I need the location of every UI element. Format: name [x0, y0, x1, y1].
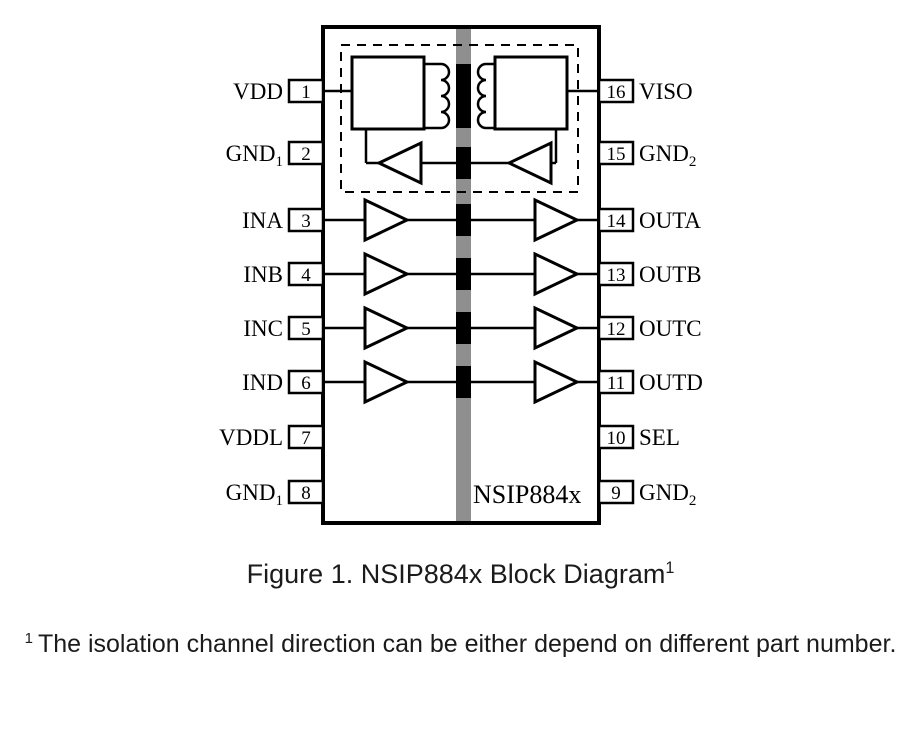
pin-number: 8 — [301, 483, 311, 504]
pin-box — [287, 207, 325, 233]
pin-label: GND1 — [226, 480, 283, 509]
pin-label: VISO — [639, 79, 693, 104]
pin-number: 13 — [607, 265, 626, 286]
channel-d — [325, 359, 597, 405]
buffer-icon — [363, 359, 411, 405]
pin-label: OUTB — [639, 262, 702, 287]
pin-box — [597, 424, 635, 450]
pin-3: 3 INA — [242, 207, 325, 233]
block-diagram: 1 VDD 2 GND1 3 INA 4 INB 5 INC 6 IND — [219, 25, 703, 525]
transformer-primary-block — [350, 55, 426, 131]
pin-box — [287, 261, 325, 287]
pin-number: 3 — [301, 211, 311, 232]
primary-coil-icon — [424, 62, 451, 130]
buffer-icon — [533, 305, 581, 351]
pin-number: 1 — [301, 82, 311, 103]
pin-box — [597, 140, 635, 166]
pin-box — [597, 369, 635, 395]
pin-label: SEL — [639, 425, 680, 450]
pin-label: GND1 — [226, 141, 283, 170]
pin-label: OUTA — [639, 208, 701, 233]
pin-2: 2 GND1 — [226, 140, 325, 170]
pin-box — [597, 207, 635, 233]
pin-10: 10 SEL — [597, 424, 680, 450]
figure-caption: Figure 1. NSIP884x Block Diagram1 — [0, 559, 921, 590]
buffer-icon — [533, 359, 581, 405]
power-isolation-region — [340, 44, 579, 193]
pin-box — [287, 78, 325, 104]
caption-text: Figure 1. NSIP884x Block Diagram — [246, 559, 666, 589]
pin-number: 5 — [301, 319, 311, 340]
buffer-icon — [533, 197, 581, 243]
pin-box — [287, 315, 325, 341]
pin-9: 9 GND2 — [597, 479, 696, 509]
pin-label: GND2 — [639, 480, 696, 509]
footnote-text: The isolation channel direction can be e… — [37, 630, 897, 658]
pin-number: 9 — [611, 483, 621, 504]
pin-label: OUTD — [639, 370, 703, 395]
pin-box — [597, 315, 635, 341]
pin-box — [287, 140, 325, 166]
pin-6: 6 IND — [242, 369, 325, 395]
chip-name-label: NSIP884x — [473, 480, 581, 509]
pin-label: GND2 — [639, 141, 696, 170]
pin-4: 4 INB — [243, 261, 325, 287]
pin-number: 7 — [301, 428, 311, 449]
pin-12: 12 OUTC — [597, 315, 702, 341]
pin-label: VDD — [233, 79, 283, 104]
pin-7: 7 VDDL — [219, 424, 325, 450]
pin-label: OUTC — [639, 316, 702, 341]
pin-11: 11 OUTD — [597, 369, 703, 395]
isolation-crossing-mark — [456, 64, 471, 128]
pin-15: 15 GND2 — [597, 140, 696, 170]
channel-a — [325, 197, 597, 243]
pin-box — [287, 424, 325, 450]
transformer-secondary-block — [493, 55, 569, 131]
caption-superscript: 1 — [665, 559, 675, 577]
pin-8: 8 GND1 — [226, 479, 325, 509]
pin-box — [287, 369, 325, 395]
pin-label: INB — [243, 262, 283, 287]
pin-box — [597, 479, 635, 505]
pin-number: 2 — [301, 144, 311, 165]
buffer-icon — [363, 251, 411, 297]
footnote-superscript: 1 — [24, 629, 33, 647]
pin-14: 14 OUTA — [597, 207, 701, 233]
pin-1: 1 VDD — [233, 78, 325, 104]
buffer-icon — [533, 251, 581, 297]
pin-number: 11 — [607, 373, 625, 394]
pin-16: 16 VISO — [597, 78, 693, 104]
pin-number: 15 — [607, 144, 626, 165]
channel-b — [325, 251, 597, 297]
pin-5: 5 INC — [243, 315, 325, 341]
pin-box — [597, 261, 635, 287]
buffer-icon — [363, 305, 411, 351]
pin-box — [597, 78, 635, 104]
buffer-icon — [363, 197, 411, 243]
pin-number: 10 — [607, 428, 626, 449]
pin-13: 13 OUTB — [597, 261, 702, 287]
pin-number: 12 — [607, 319, 626, 340]
pin-number: 14 — [607, 211, 627, 232]
pin-number: 4 — [301, 265, 311, 286]
feedback-path — [364, 129, 558, 186]
channel-c — [325, 305, 597, 351]
pin-label: INA — [242, 208, 283, 233]
isolation-transformer — [325, 55, 597, 131]
pin-number: 16 — [607, 82, 626, 103]
pin-label: INC — [243, 316, 283, 341]
pin-box — [287, 479, 325, 505]
secondary-coil-icon — [476, 62, 495, 130]
pin-label: VDDL — [219, 425, 283, 450]
pin-label: IND — [242, 370, 283, 395]
pin-number: 6 — [301, 373, 311, 394]
